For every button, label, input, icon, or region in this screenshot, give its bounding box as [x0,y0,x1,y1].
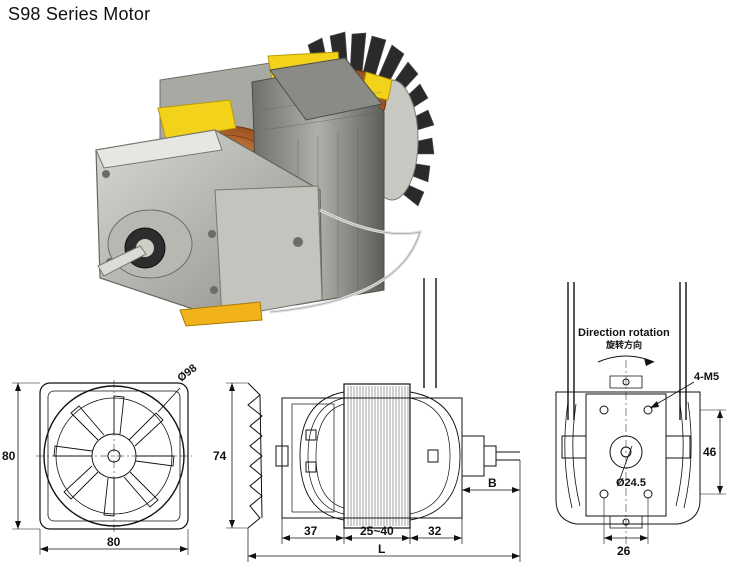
side-stack [343,383,411,529]
dim-end-width: 80 [107,535,121,549]
side-stack-lamination-lines [347,386,409,526]
end-view [12,380,192,555]
dim-25-40: 25~40 [360,524,394,538]
motor-shaft [97,245,147,277]
dim-length-l: L [378,542,385,556]
dim-diameter-98: Ø98 [175,362,199,384]
page-title: S98 Series Motor [8,4,151,24]
shaft-view [555,282,726,545]
rotation-label: Direction rotation [578,327,670,339]
dim-32: 32 [428,524,442,538]
rotation-label-cn: 旋转方向 [605,339,642,350]
dim-shaft-width-26: 26 [617,544,631,558]
dim-fan-height: 74 [213,449,227,463]
dim-shaft-height-46: 46 [703,445,717,459]
side-view [275,278,520,529]
dim-37: 37 [304,524,318,538]
fan-profile-view [226,382,263,529]
dim-shaft-diameter: Ø24.5 [616,477,646,489]
dim-b: B [488,476,497,490]
dim-end-height: 80 [2,449,16,463]
dim-4-m5: 4-M5 [694,371,719,383]
